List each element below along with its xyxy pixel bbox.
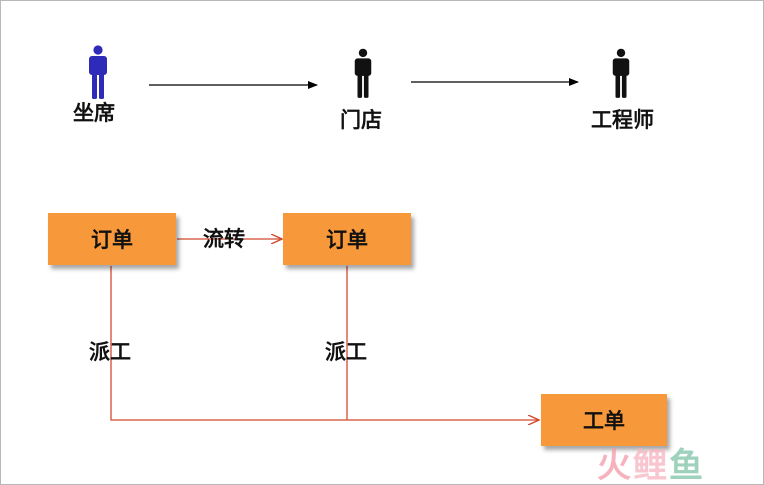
watermark-char-3: 鱼 [669,446,703,485]
role-label-seat: 坐席 [73,101,115,125]
edge-label-dispatch-2: 派工 [325,340,367,364]
role-label-store: 门店 [340,108,382,132]
store-person-icon [354,48,372,98]
watermark-logo: 火 鲤 鱼 [597,439,703,483]
watermark-char-2: 鲤 [633,446,667,485]
engineer-person-icon [612,48,630,98]
role-label-engineer: 工程师 [591,108,654,132]
order-box-1: 订单 [48,213,176,265]
line-dispatch-1 [110,266,539,420]
edge-label-dispatch-1: 派工 [89,340,131,364]
edge-label-transfer: 流转 [203,227,245,251]
work-order-box-label: 工单 [583,409,625,433]
seat-person-icon [89,45,107,99]
order-box-2: 订单 [283,213,411,265]
work-order-box: 工单 [541,394,667,446]
watermark-char-1: 火 [597,446,631,485]
order-box-2-label: 订单 [326,228,368,252]
order-box-1-label: 订单 [91,228,133,252]
